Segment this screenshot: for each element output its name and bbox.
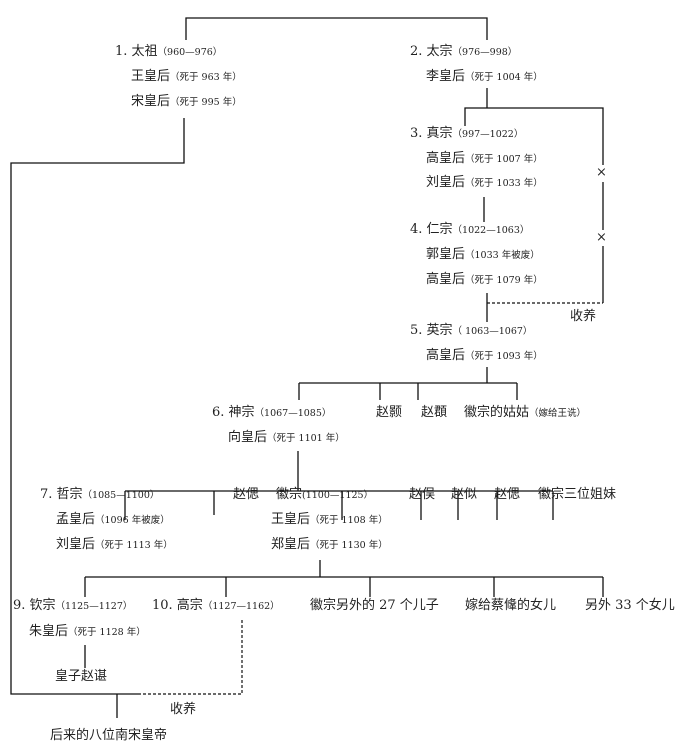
node-taizu-empress-song: 宋皇后（死于 995 年） <box>131 94 242 111</box>
name: 3. 真宗 <box>410 126 453 141</box>
node-other-daughters: 另外 33 个女儿 <box>585 598 675 613</box>
reign: （960—976） <box>157 47 223 58</box>
reign: (1100—1125） <box>302 490 374 501</box>
name: 高皇后 <box>426 348 466 363</box>
name: 4. 仁宗 <box>410 222 453 237</box>
name: 朱皇后 <box>29 624 69 639</box>
node-renzong-empress-guo: 郭皇后（1033 年被废） <box>426 247 540 264</box>
name: 王皇后 <box>271 512 311 527</box>
reign: （1067—1085） <box>254 408 332 419</box>
name: 向皇后 <box>228 430 268 445</box>
cross-mark: × <box>596 230 607 245</box>
name: 10. 高宗 <box>152 598 203 613</box>
node-huizong-sisters: 徽宗三位姐妹 <box>538 487 617 502</box>
node-taizong-empress-li: 李皇后（死于 1004 年） <box>426 69 543 86</box>
name: 2. 太宗 <box>410 44 453 59</box>
node-zhao-yu: 赵俣 <box>409 487 436 502</box>
note: （死于 1113 年） <box>95 540 173 551</box>
name: 李皇后 <box>426 69 466 84</box>
node-other-sons: 徽宗另外的 27 个儿子 <box>310 598 439 613</box>
node-zhenzong-empress-gao: 高皇后（死于 1007 年） <box>426 151 543 168</box>
note: （嫁给王诜） <box>529 408 587 419</box>
node-huizong-empress-wang: 王皇后（死于 1108 年） <box>271 512 388 529</box>
adoption-label: 收养 <box>570 309 597 324</box>
node-taizong: 2. 太宗（976—998） <box>410 44 517 61</box>
name: 9. 钦宗 <box>13 598 56 613</box>
note: （1033 年被废） <box>465 250 540 261</box>
name: 王皇后 <box>131 69 171 84</box>
node-zhao-si: 赵偲 <box>233 487 260 502</box>
note: （死于 995 年） <box>170 97 242 108</box>
reign: （1022—1063） <box>452 225 530 236</box>
node-zhao-jun: 赵頵 <box>421 405 448 420</box>
node-zhezong: 7. 哲宗（1085—1100） <box>40 487 159 504</box>
node-shenzong: 6. 神宗（1067—1085） <box>212 405 331 422</box>
name: 徽宗的姑姑 <box>464 405 530 420</box>
name: 高皇后 <box>426 151 466 166</box>
reign: （997—1022） <box>452 129 524 140</box>
note: （死于 1033 年） <box>465 178 543 189</box>
name: 孟皇后 <box>56 512 96 527</box>
reign: （976—998） <box>452 47 518 58</box>
reign: （1127—1162） <box>202 601 280 612</box>
name: 刘皇后 <box>426 175 466 190</box>
note: （死于 1128 年） <box>68 627 146 638</box>
reign: （ 1063—1067） <box>452 326 533 337</box>
node-yingzong-empress-gao: 高皇后（死于 1093 年） <box>426 348 543 365</box>
node-daughter-cai: 嫁给蔡鞗的女儿 <box>465 598 557 613</box>
node-shenzong-empress-xiang: 向皇后（死于 1101 年） <box>228 430 345 447</box>
reign: （1085—1100） <box>82 490 160 501</box>
node-zhao-hao: 赵颢 <box>376 405 403 420</box>
node-zhenzong: 3. 真宗（997—1022） <box>410 126 523 143</box>
node-renzong-empress-gao: 高皇后（死于 1079 年） <box>426 272 543 289</box>
node-qinzong-empress-zhu: 朱皇后（死于 1128 年） <box>29 624 146 641</box>
name: 5. 英宗 <box>410 323 453 338</box>
note: （死于 1101 年） <box>267 433 345 444</box>
note: （死于 1093 年） <box>465 351 543 362</box>
node-zhezong-empress-liu: 刘皇后（死于 1113 年） <box>56 537 173 554</box>
cross-mark: × <box>596 165 607 180</box>
note: （死于 1108 年） <box>310 515 388 526</box>
name: 高皇后 <box>426 272 466 287</box>
name: 郭皇后 <box>426 247 466 262</box>
name: 1. 太祖 <box>115 44 158 59</box>
note: （死于 1007 年） <box>465 154 543 165</box>
node-renzong: 4. 仁宗（1022—1063） <box>410 222 529 239</box>
node-taizu-empress-wang: 王皇后（死于 963 年） <box>131 69 242 86</box>
note: （死于 1004 年） <box>465 72 543 83</box>
node-zhao-si-3: 赵偲 <box>494 487 521 502</box>
node-qinzong: 9. 钦宗（1125—1127） <box>13 598 132 615</box>
note: （死于 1130 年） <box>310 540 388 551</box>
node-zhao-si-2: 赵似 <box>451 487 478 502</box>
note: （1096 年被废） <box>95 515 170 526</box>
node-zhezong-empress-meng: 孟皇后（1096 年被废） <box>56 512 170 529</box>
name: 刘皇后 <box>56 537 96 552</box>
node-zhenzong-empress-liu: 刘皇后（死于 1033 年） <box>426 175 543 192</box>
name: 徽宗 <box>276 487 303 502</box>
node-later-emperors: 后来的八位南宋皇帝 <box>50 728 168 743</box>
note: （死于 1079 年） <box>465 275 543 286</box>
node-gaozong: 10. 高宗（1127—1162） <box>152 598 280 615</box>
note: （死于 963 年） <box>170 72 242 83</box>
node-huizong-empress-zheng: 郑皇后（死于 1130 年） <box>271 537 388 554</box>
name: 郑皇后 <box>271 537 311 552</box>
node-prince-zhao-chen: 皇子赵谌 <box>55 669 108 684</box>
name: 7. 哲宗 <box>40 487 83 502</box>
node-yingzong: 5. 英宗（ 1063—1067） <box>410 323 532 340</box>
reign: （1125—1127） <box>55 601 133 612</box>
node-taizu: 1. 太祖（960—976） <box>115 44 222 61</box>
name: 宋皇后 <box>131 94 171 109</box>
adoption-label: 收养 <box>170 702 197 717</box>
node-huizong-aunt: 徽宗的姑姑（嫁给王诜） <box>464 405 586 422</box>
name: 6. 神宗 <box>212 405 255 420</box>
node-huizong: 徽宗(1100—1125） <box>276 487 373 504</box>
